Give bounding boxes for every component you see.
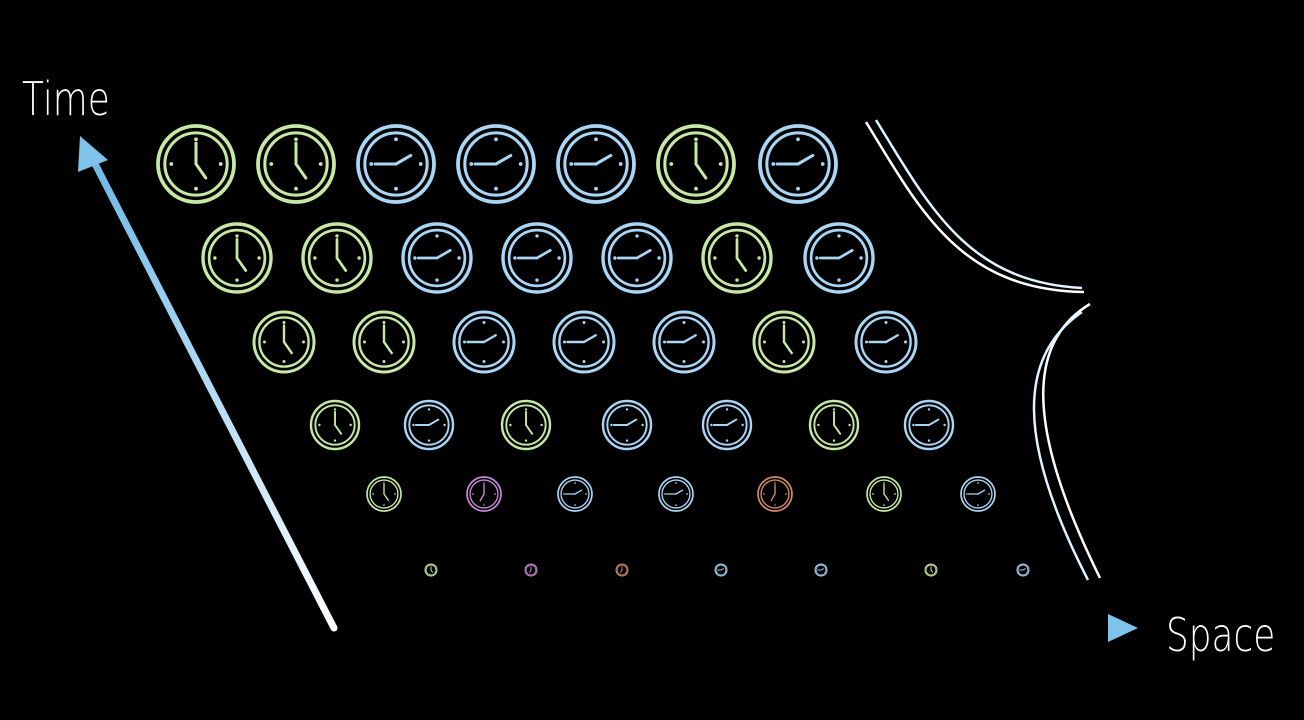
clock-icon <box>752 310 816 374</box>
clock-icon <box>366 476 402 512</box>
time-axis-arrow <box>78 136 338 632</box>
clock-icon <box>960 476 996 512</box>
clock-icon <box>500 399 552 451</box>
clock-icon <box>301 222 373 294</box>
clock-icon <box>456 124 536 204</box>
space-axis-arrow <box>330 614 1138 642</box>
clock-icon <box>309 399 361 451</box>
lower-curve-inner <box>1032 310 1090 581</box>
clock-icon <box>403 399 455 451</box>
clock-icon <box>714 563 728 577</box>
lower-curve-outer <box>1042 302 1102 579</box>
clock-icon <box>252 310 316 374</box>
clock-icon <box>854 310 918 374</box>
clock-icon <box>356 124 436 204</box>
clock-icon <box>557 476 593 512</box>
clock-icon <box>256 124 336 204</box>
clock-icon <box>757 476 793 512</box>
clock-icon <box>758 124 838 204</box>
clock-icon <box>556 124 636 204</box>
clock-icon <box>814 563 828 577</box>
clock-icon <box>658 476 694 512</box>
clock-icon <box>701 399 753 451</box>
clock-icon <box>601 399 653 451</box>
clock-icon <box>524 563 538 577</box>
upper-curve-outer <box>864 121 1085 294</box>
clock-icon <box>401 222 473 294</box>
clock-icon <box>352 310 416 374</box>
clock-icon <box>452 310 516 374</box>
clock-icon <box>424 563 438 577</box>
space-arrowhead-icon <box>1108 614 1138 642</box>
clock-icon <box>808 399 860 451</box>
clock-icon <box>601 222 673 294</box>
time-axis-label: Time <box>22 72 110 126</box>
time-arrowhead-icon <box>78 136 108 172</box>
clock-icon <box>656 124 736 204</box>
clock-icon <box>652 310 716 374</box>
clock-icon <box>466 476 502 512</box>
clock-grid <box>156 124 1030 577</box>
clock-icon <box>552 310 616 374</box>
clock-icon <box>803 222 875 294</box>
clock-icon <box>501 222 573 294</box>
clock-icon <box>866 476 902 512</box>
boundary-curves <box>864 119 1102 581</box>
clock-icon <box>615 563 629 577</box>
clock-icon <box>156 124 236 204</box>
upper-curve-inner <box>874 119 1083 290</box>
space-axis-label: Space <box>1166 608 1276 662</box>
clock-icon <box>903 399 955 451</box>
clock-icon <box>924 563 938 577</box>
clock-icon <box>1016 563 1030 577</box>
clock-icon <box>701 222 773 294</box>
clock-icon <box>201 222 273 294</box>
